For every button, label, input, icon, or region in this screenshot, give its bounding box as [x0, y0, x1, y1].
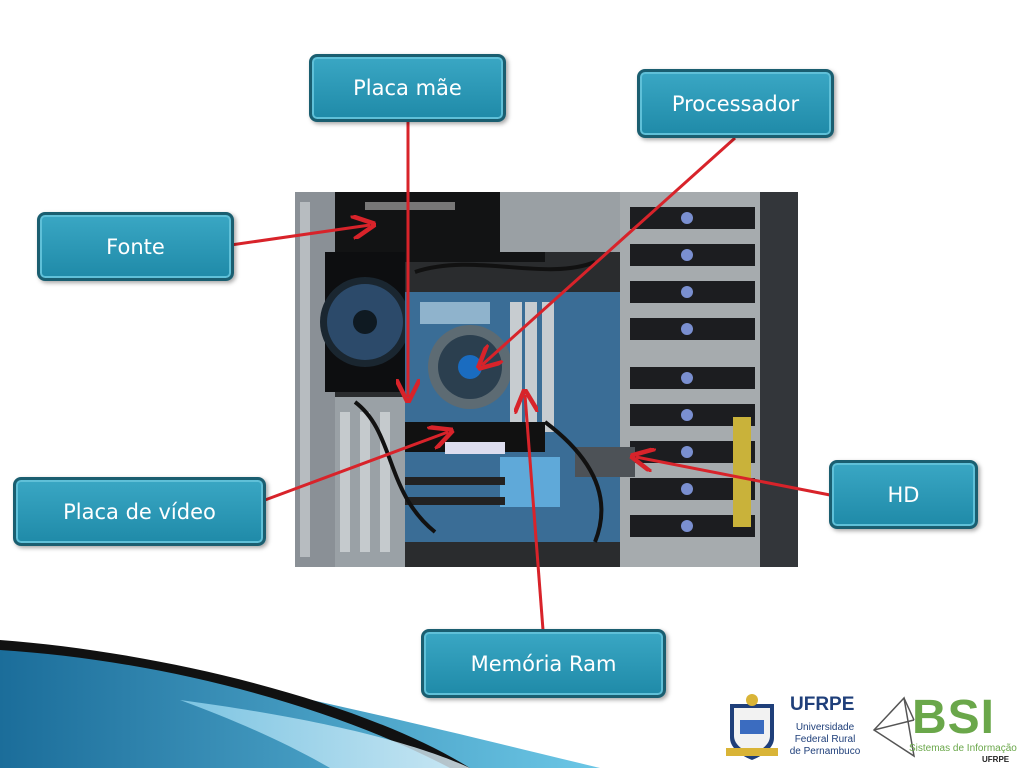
bsi-ufrpe: UFRPE [982, 755, 1010, 764]
label-placa-de-video: Placa de vídeo [13, 477, 266, 546]
ufrpe-line-1: Universidade [795, 722, 855, 733]
label-placa-mae-text: Placa mãe [353, 76, 462, 100]
bsi-logo-graphic [872, 696, 916, 758]
bsi-subtitle: Sistemas de Informação [909, 743, 1017, 754]
ufrpe-title: UFRPE [790, 694, 855, 715]
label-fonte: Fonte [37, 212, 234, 281]
label-placa-de-video-text: Placa de vídeo [63, 499, 216, 524]
label-memoria-ram: Memória Ram [421, 629, 666, 698]
label-placa-mae: Placa mãe [309, 54, 506, 122]
label-processador-text: Processador [671, 91, 800, 116]
label-hd-text: HD [887, 482, 920, 507]
label-hd: HD [829, 460, 978, 529]
ufrpe-line-3: de Pernambuco [789, 746, 861, 757]
ufrpe-line-2: Federal Rural [794, 734, 856, 745]
label-processador: Processador [637, 69, 834, 138]
bsi-title: BSI [912, 691, 996, 744]
label-fonte-text: Fonte [106, 234, 165, 259]
computer-case-photo [295, 192, 798, 567]
ufrpe-crest-logo [726, 694, 778, 760]
label-memoria-ram-text: Memória Ram [470, 651, 617, 676]
